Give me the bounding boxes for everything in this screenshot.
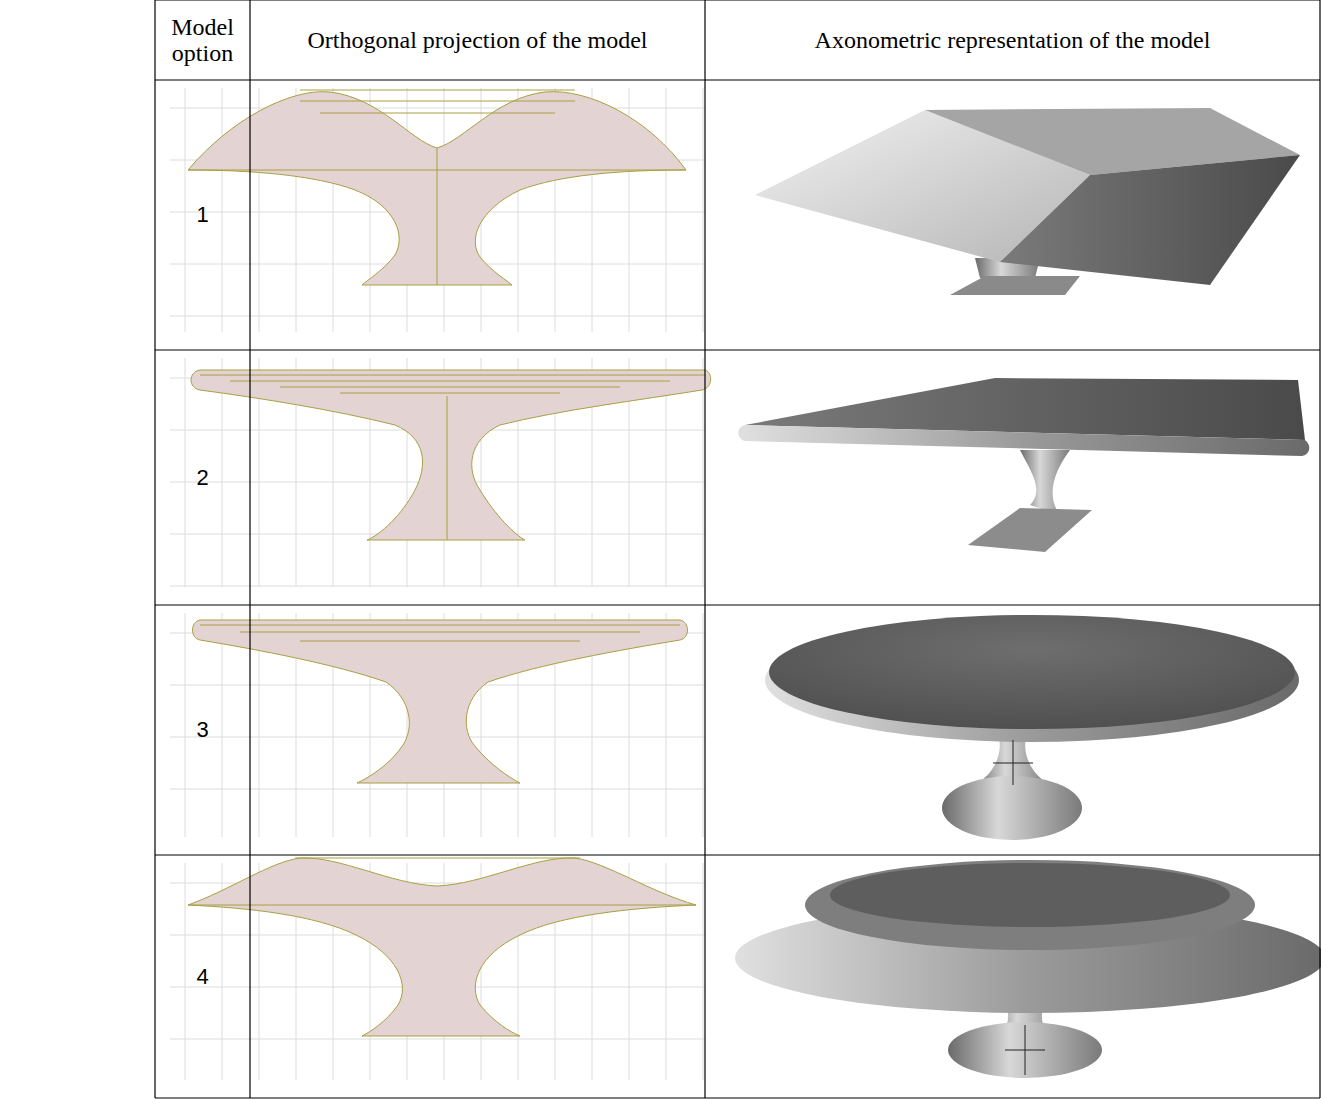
profile-1	[188, 90, 686, 285]
table-rule	[1319, 0, 1320, 1098]
table-rule	[249, 0, 250, 1098]
axonometric-1	[755, 108, 1300, 295]
table-rule	[155, 79, 1320, 80]
table-rule	[154, 0, 155, 1098]
column-header: Model option	[156, 1, 249, 79]
table-rule	[155, 854, 1320, 855]
column-header: Axonometric representation of the model	[706, 1, 1319, 79]
grid-line	[185, 358, 186, 587]
column-header: Orthogonal projection of the model	[251, 1, 704, 79]
row-number: 3	[156, 606, 249, 854]
table-rule	[155, 0, 1320, 1]
grid-line	[666, 613, 667, 837]
row-number: 1	[156, 81, 249, 349]
axonometric-3	[765, 615, 1299, 840]
grid-line	[185, 88, 186, 332]
axonometric-4	[735, 860, 1321, 1078]
grid-line	[185, 863, 186, 1080]
table-rule	[704, 0, 705, 1098]
row-number: 2	[156, 351, 249, 604]
grid-line	[703, 358, 704, 587]
profile-4	[188, 858, 696, 1036]
grid-line	[185, 613, 186, 837]
grid-line	[222, 88, 223, 332]
axonometric-2	[738, 378, 1309, 552]
table-rule	[155, 604, 1320, 605]
grid-line	[666, 88, 667, 332]
profile-3	[193, 620, 688, 783]
grid-line	[703, 88, 704, 332]
table-rule	[155, 1097, 1320, 1098]
grid-line	[222, 613, 223, 837]
grid-line	[703, 863, 704, 1080]
row-number: 4	[156, 856, 249, 1097]
table-rule	[155, 349, 1320, 350]
profile-2	[191, 370, 711, 540]
grid-line	[703, 613, 704, 837]
